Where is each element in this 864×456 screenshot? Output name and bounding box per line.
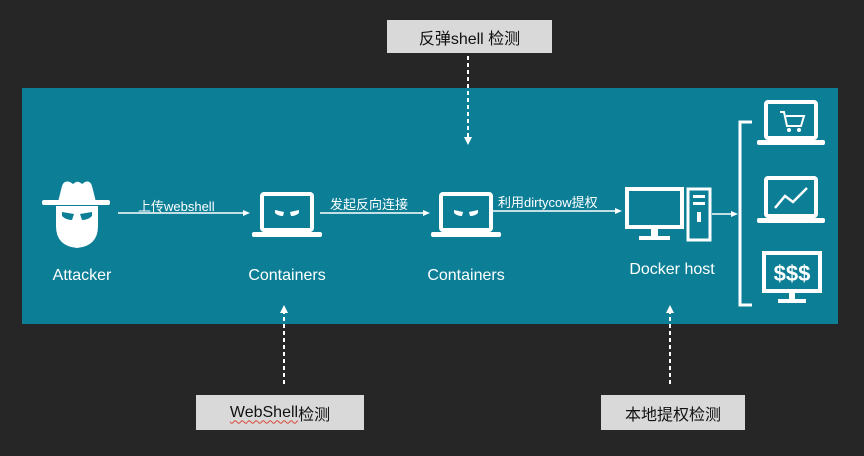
node-label-container-1: Containers: [248, 267, 326, 284]
reverse-shell-detection-label: 反弹shell 检测: [418, 30, 521, 48]
privilege-escalation-detection-callout: 本地提权检测: [601, 395, 745, 430]
webshell-detection-suffix: 检测: [298, 406, 331, 424]
node-label-container-2: Containers: [427, 267, 505, 284]
edge-label-reverse: 发起反向连接: [330, 197, 409, 212]
node-label-docker-host: Docker host: [629, 261, 715, 278]
webshell-detection-prefix: WebShell: [229, 403, 299, 421]
edge-label-upload: 上传webshell: [138, 199, 215, 214]
privilege-escalation-detection-label: 本地提权检测: [624, 406, 721, 424]
reverse-shell-detection-callout: 反弹shell 检测: [387, 20, 552, 53]
node-label-attacker: Attacker: [52, 267, 112, 284]
edge-label-exploit: 利用dirtycow提权: [498, 195, 598, 210]
